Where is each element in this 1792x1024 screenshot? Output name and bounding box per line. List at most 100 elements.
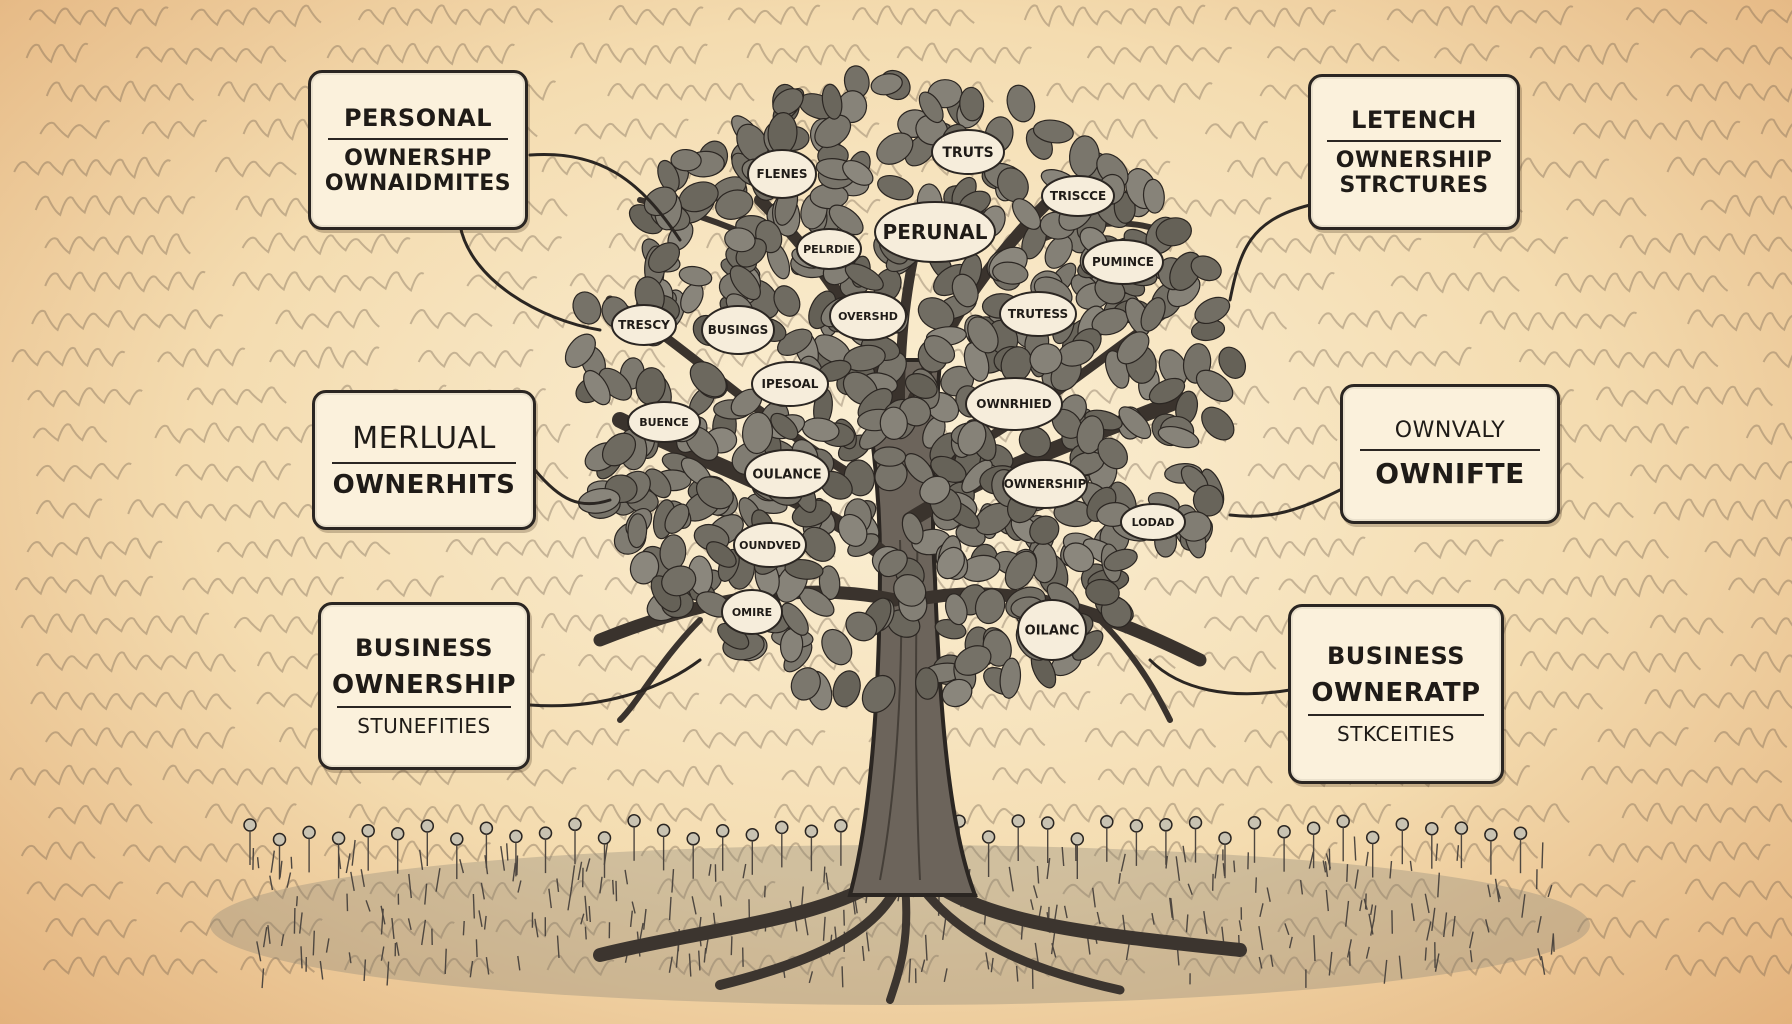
grass-blade bbox=[631, 901, 636, 914]
grass-blade bbox=[943, 968, 948, 983]
grass-blade bbox=[580, 913, 585, 925]
flower bbox=[627, 814, 641, 828]
script-stroke bbox=[1023, 4, 1206, 28]
script-stroke bbox=[20, 841, 96, 861]
script-stroke bbox=[1262, 424, 1338, 446]
leaf bbox=[904, 373, 938, 399]
script-stroke bbox=[1760, 118, 1792, 139]
leaf-tag-shape bbox=[1120, 503, 1186, 541]
script-stroke bbox=[1287, 878, 1437, 901]
flower bbox=[597, 831, 612, 845]
flower bbox=[420, 819, 435, 833]
grass-blade bbox=[556, 935, 560, 959]
leaf bbox=[923, 335, 956, 364]
grass-blade bbox=[1426, 921, 1432, 941]
script-stroke bbox=[608, 5, 704, 27]
flower bbox=[450, 832, 464, 846]
flower bbox=[1425, 821, 1439, 836]
leaf bbox=[876, 132, 914, 165]
script-stroke bbox=[190, 4, 322, 28]
grass-blade bbox=[1175, 856, 1181, 881]
box-business-ownership-left: BUSINESS OWNERSHIP STUNEFITIES bbox=[318, 602, 530, 770]
ground bbox=[210, 845, 1590, 1005]
script-stroke bbox=[35, 462, 132, 483]
leaf-tag: TRISCCE bbox=[1041, 175, 1115, 217]
leaf bbox=[919, 475, 951, 505]
grass-blade bbox=[1370, 919, 1375, 936]
grass-blade bbox=[1051, 943, 1057, 958]
script-stroke bbox=[141, 119, 208, 140]
grass-blade bbox=[256, 941, 262, 962]
script-stroke bbox=[343, 954, 495, 977]
script-stroke bbox=[896, 42, 1032, 65]
script-stroke bbox=[1204, 120, 1269, 141]
leaf bbox=[870, 73, 903, 96]
flower bbox=[568, 817, 582, 832]
leaf-tag-shape bbox=[965, 377, 1063, 431]
script-stroke bbox=[174, 460, 292, 483]
box-divider bbox=[1307, 714, 1485, 716]
leaf-tag: OVERSHD bbox=[829, 291, 907, 341]
grass-blade bbox=[1203, 911, 1208, 934]
grass-blade bbox=[1046, 858, 1051, 880]
leaf-tag: PUMINCE bbox=[1082, 239, 1164, 285]
leaf-tag: PERUNAL bbox=[874, 201, 996, 263]
grass-blade bbox=[346, 893, 349, 912]
leaf-tag: OWNERSHIP bbox=[1002, 459, 1088, 509]
grass-blade bbox=[348, 952, 352, 964]
leaf bbox=[842, 159, 874, 186]
leaf bbox=[1157, 425, 1200, 449]
leaf-tag: OWNRHIED bbox=[965, 377, 1063, 431]
grass-blade bbox=[1346, 939, 1352, 958]
grass-blade bbox=[256, 857, 260, 869]
connector-personal-ownership bbox=[528, 152, 682, 242]
grass-blade bbox=[570, 865, 576, 891]
leaf-tag-shape bbox=[721, 589, 783, 635]
grass-blade bbox=[421, 919, 427, 946]
script-stroke bbox=[275, 308, 380, 330]
leaf bbox=[944, 593, 968, 626]
grass-blade bbox=[1431, 907, 1436, 931]
script-stroke bbox=[877, 954, 940, 976]
grass-blade bbox=[1552, 933, 1555, 952]
leaf bbox=[861, 674, 896, 714]
leaf bbox=[879, 406, 908, 440]
grass-blade bbox=[643, 908, 647, 930]
leaf-tag-shape bbox=[1041, 175, 1115, 217]
grass-blade bbox=[1032, 885, 1038, 899]
leaf-tag: OULANCE bbox=[744, 449, 830, 499]
leaf-tag-text: OULANCE bbox=[752, 468, 821, 483]
script-stroke bbox=[1235, 233, 1422, 256]
grass-blade bbox=[1313, 935, 1316, 962]
grass-blade bbox=[319, 960, 324, 980]
script-stroke bbox=[1684, 878, 1792, 901]
flower bbox=[302, 825, 316, 840]
leaf-tag-text: PUMINCE bbox=[1092, 255, 1154, 269]
grass-blade bbox=[395, 942, 400, 956]
script-stroke bbox=[11, 346, 126, 368]
script-stroke bbox=[1745, 422, 1792, 446]
script-stroke bbox=[569, 273, 652, 294]
script-stroke bbox=[45, 726, 236, 750]
script-stroke bbox=[1529, 42, 1640, 66]
script-stroke bbox=[179, 918, 323, 938]
box-business-ownership-right-title: BUSINESS bbox=[1327, 642, 1465, 670]
leaf bbox=[670, 148, 702, 172]
flower bbox=[1484, 827, 1498, 842]
grass-blade bbox=[1270, 954, 1274, 967]
leaf bbox=[577, 488, 621, 514]
script-stroke bbox=[1666, 81, 1792, 103]
script-stroke bbox=[746, 43, 871, 66]
flower bbox=[1159, 818, 1173, 832]
leaf bbox=[915, 667, 939, 700]
box-business-ownership-left-line3: STUNEFITIES bbox=[357, 714, 491, 738]
script-stroke bbox=[1317, 310, 1428, 331]
grass-blade bbox=[920, 959, 926, 973]
script-stroke bbox=[47, 802, 153, 825]
grass-blade bbox=[1118, 873, 1121, 884]
script-stroke bbox=[39, 120, 111, 140]
grass-blade bbox=[730, 936, 733, 956]
script-stroke bbox=[1046, 82, 1213, 104]
leaf bbox=[821, 628, 853, 666]
script-stroke bbox=[216, 536, 391, 560]
